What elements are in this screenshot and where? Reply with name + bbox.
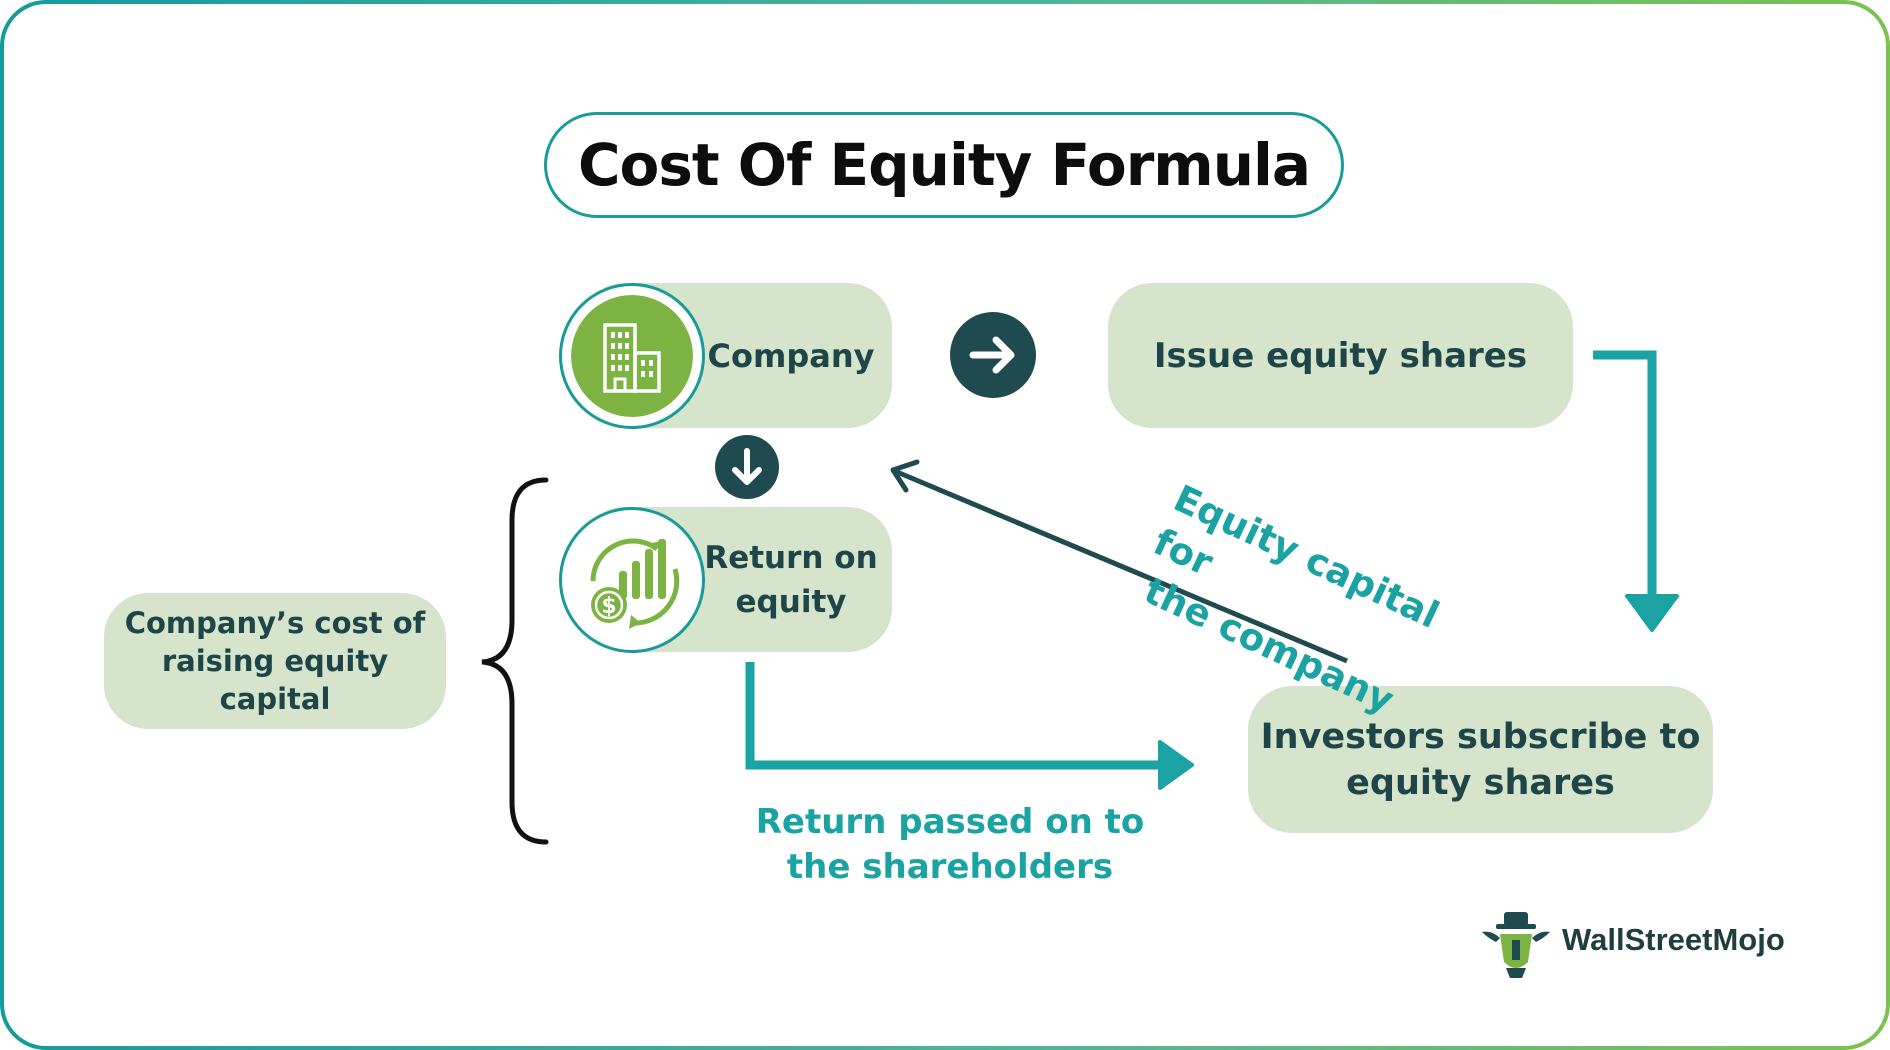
cost-label-line2: raising equity [161,644,389,678]
bull-logo-icon [1482,912,1550,978]
investors-node: Investors subscribe to equity shares [1248,686,1713,833]
investors-label-line2: equity shares [1346,762,1615,803]
return-label-line2: the shareholders [786,847,1114,887]
growth-chart-dollar-icon: $ [571,519,693,641]
roe-label-line1: Return on [704,539,878,576]
growth-icon-circle: $ [559,507,705,653]
investors-label-line1: Investors subscribe to [1260,716,1701,757]
company-label: Company [707,336,875,375]
return-to-investors-connector [745,662,1194,790]
cost-label-line1: Company’s cost of [124,606,426,640]
building-icon-circle [559,283,705,429]
issue-shares-node: Issue equity shares [1108,283,1573,428]
cost-of-equity-node: Company’s cost of raising equity capital [104,593,446,729]
issue-to-investors-connector [1593,350,1679,632]
arrow-right-icon [950,312,1036,398]
building-icon [571,295,693,417]
brand-name: WallStreetMojo [1562,922,1785,957]
roe-label-line2: equity [735,583,847,620]
arrow-down-icon [715,435,779,499]
svg-text:$: $ [601,594,616,619]
page-title: Cost Of Equity Formula [577,131,1311,199]
title-box: Cost Of Equity Formula [544,112,1344,218]
investors-to-company-connector [890,459,1348,664]
return-label-line1: Return passed on to [755,802,1145,842]
issue-shares-label: Issue equity shares [1153,335,1528,376]
brand-logo: WallStreetMojo [1478,910,1818,978]
cost-label-line3: capital [219,682,331,716]
curly-brace-icon [481,477,549,845]
return-passed-label: Return passed on to the shareholders [720,800,1180,890]
